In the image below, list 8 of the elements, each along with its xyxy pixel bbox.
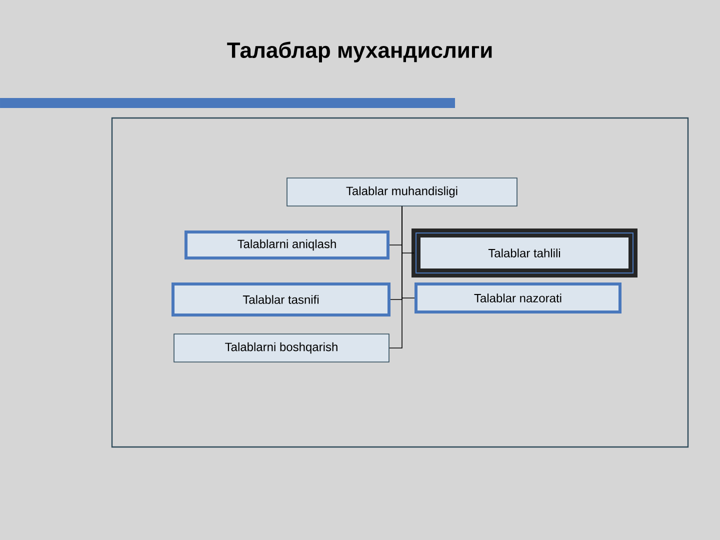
process-box: Talablarni aniqlash [184,230,390,260]
process-box: Talablar tasnifi [172,282,390,316]
process-box: Talablar nazorati [414,282,622,314]
process-box: Talablarni boshqarish [174,334,390,362]
process-box: Talablar muhandisligi [286,178,518,206]
slide-title: Талаблар мухандислиги [227,42,492,62]
process-box: Talablar tahlili [412,228,638,278]
connector-line [389,206,402,348]
